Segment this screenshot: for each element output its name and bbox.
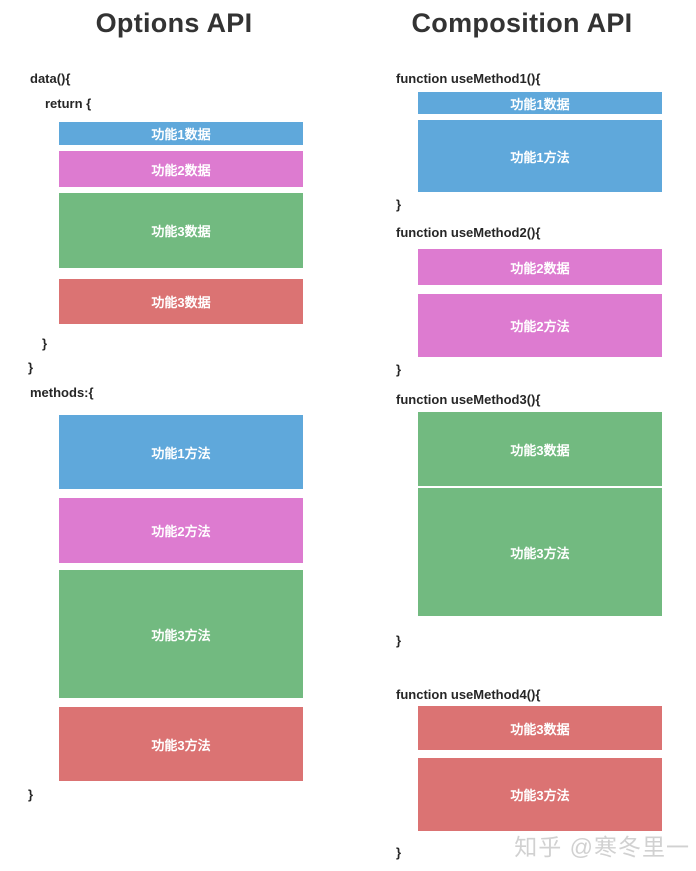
usemethod4-method-block: 功能3方法 [418, 758, 662, 831]
code-usemethod4-close: } [396, 845, 402, 860]
code-return-open: return { [45, 96, 92, 111]
code-usemethod2-open: function useMethod2(){ [396, 225, 541, 240]
usemethod2-method-block: 功能2方法 [418, 294, 662, 357]
composition-api-column: Composition API function useMethod1(){ 功… [348, 0, 696, 861]
code-usemethod3-close: } [396, 633, 402, 648]
usemethod2-blocks: 功能2数据 功能2方法 [418, 249, 696, 357]
usemethod3-data-block: 功能3数据 [418, 412, 662, 486]
code-usemethod1-close: } [396, 197, 402, 212]
code-usemethod4-open: function useMethod4(){ [396, 687, 541, 702]
code-usemethod2-close: } [396, 362, 402, 377]
usemethod1-blocks: 功能1数据 功能1方法 [418, 92, 696, 192]
method-block-feature4: 功能3方法 [59, 707, 303, 781]
code-data-close: } [28, 360, 34, 375]
usemethod4-data-block: 功能3数据 [418, 706, 662, 750]
options-method-blocks: 功能1方法 功能2方法 功能3方法 功能3方法 [59, 415, 348, 781]
data-block-feature3: 功能3数据 [59, 193, 303, 268]
method-block-feature3: 功能3方法 [59, 570, 303, 698]
usemethod1-data-block: 功能1数据 [418, 92, 662, 114]
data-block-feature1: 功能1数据 [59, 122, 303, 145]
usemethod3-method-block: 功能3方法 [418, 488, 662, 616]
usemethod4-blocks: 功能3数据 功能3方法 [418, 706, 696, 831]
code-return-close: } [42, 336, 48, 351]
zhihu-watermark: 知乎 @寒冬里一 [514, 834, 690, 860]
usemethod3-blocks: 功能3数据 功能3方法 [418, 412, 696, 616]
usemethod2-data-block: 功能2数据 [418, 249, 662, 285]
options-data-blocks: 功能1数据 功能2数据 功能3数据 功能3数据 [59, 122, 348, 324]
data-block-feature2: 功能2数据 [59, 151, 303, 187]
code-data-open: data(){ [30, 71, 71, 86]
code-usemethod3-open: function useMethod3(){ [396, 392, 541, 407]
code-usemethod1-open: function useMethod1(){ [396, 71, 541, 86]
options-api-title: Options API [95, 8, 253, 38]
method-block-feature1: 功能1方法 [59, 415, 303, 489]
options-api-column: Options API data(){ return { 功能1数据 功能2数据… [0, 0, 348, 803]
composition-api-title: Composition API [411, 8, 633, 38]
data-block-feature4: 功能3数据 [59, 279, 303, 324]
code-methods-close: } [28, 787, 34, 802]
code-methods-open: methods:{ [30, 385, 94, 400]
method-block-feature2: 功能2方法 [59, 498, 303, 563]
usemethod1-method-block: 功能1方法 [418, 120, 662, 192]
